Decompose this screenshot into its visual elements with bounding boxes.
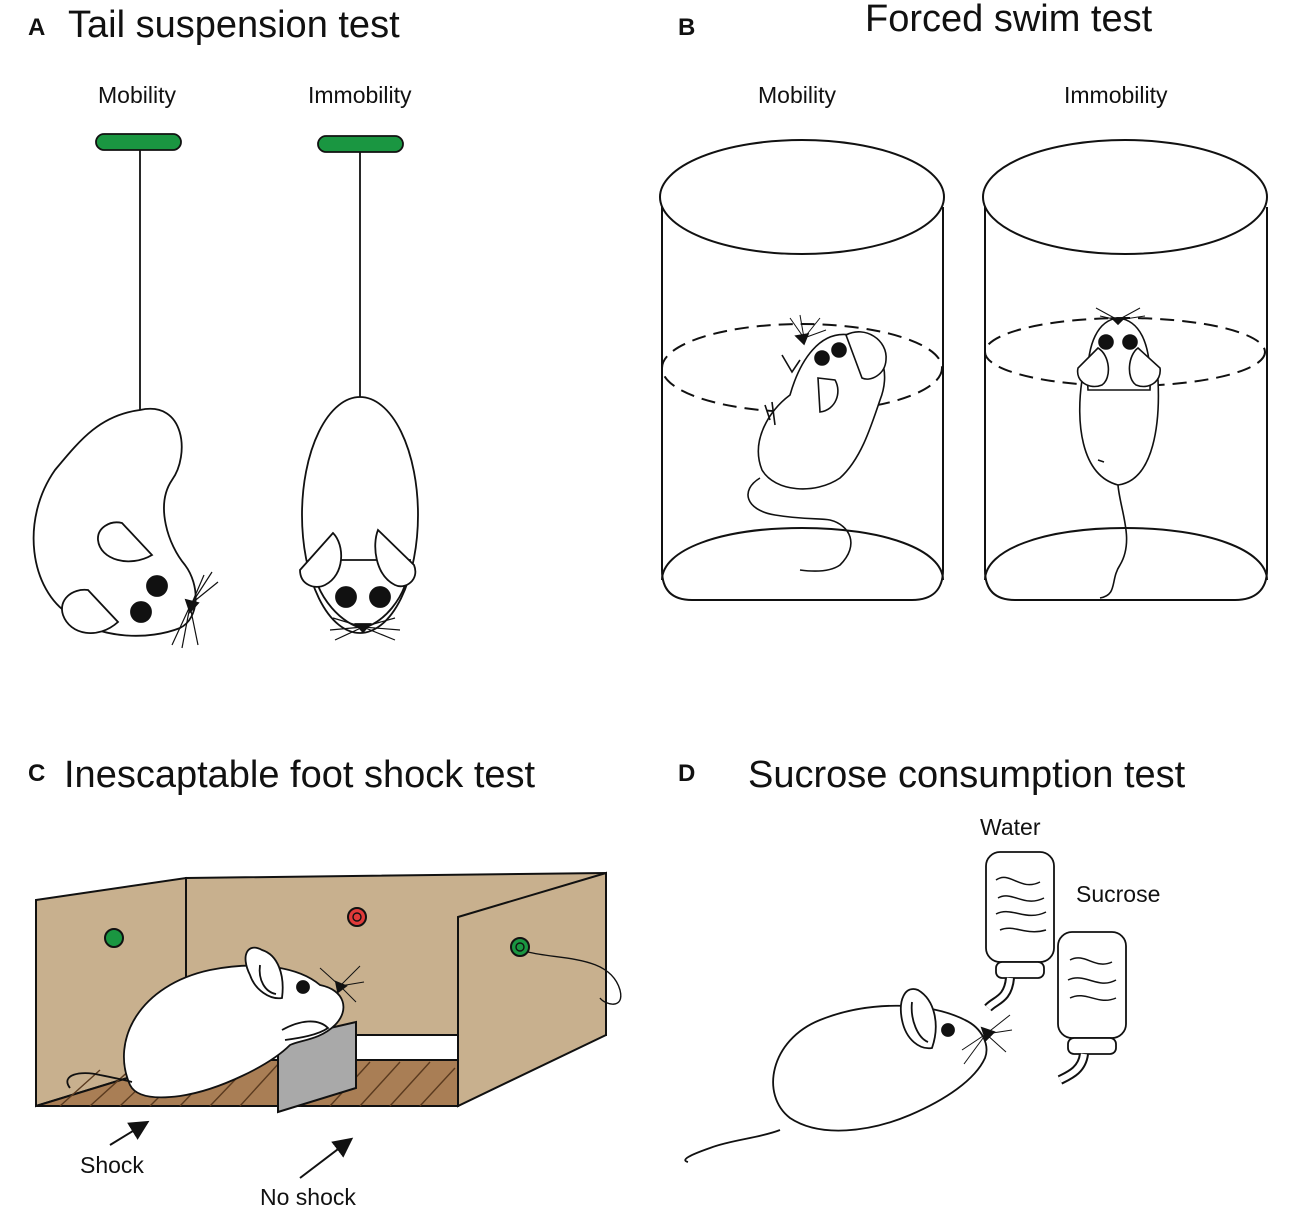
foot-shock-box [35,871,622,1179]
panel-a-letter: A [28,14,46,41]
green-light-left [104,928,124,948]
panel-d-title: Sucrose consumption test [748,754,1186,796]
panel-a-title: Tail suspension test [68,4,400,46]
whiskers [171,571,219,649]
panel-c-title: Inescaptable foot shock test [64,754,536,796]
green-light-right [510,937,530,957]
panel-a-label-immobility: Immobility [308,82,412,108]
swim-cylinder-immobile [982,139,1268,601]
swimming-mouse [747,314,887,572]
panel-d-letter: D [678,760,696,787]
right-wall [457,871,607,1108]
panel-c-label-no-shock: No shock [260,1184,356,1210]
sucrose-setup [684,851,1127,1163]
cable [527,951,622,1005]
tail-suspension-immobile-mouse [299,135,419,641]
no-shock-arrow [299,1137,354,1179]
floor-grid-bars [59,1061,456,1107]
water-bottle [984,851,1055,1012]
panel-b-label-immobility: Immobility [1064,82,1168,108]
panel-a-label-mobility: Mobility [98,82,176,108]
panel-c-letter: C [28,760,46,787]
red-light [347,907,367,927]
hanger-bar [317,135,404,153]
shock-box-mouse [66,946,365,1099]
panel-c-label-shock: Shock [80,1152,144,1178]
hanger-bar [95,133,182,151]
panel-d-label-sucrose: Sucrose [1076,881,1161,907]
swim-cylinder-mobile [659,139,945,601]
panel-d-label-water: Water [980,814,1041,840]
whiskers [329,617,401,641]
panel-b-letter: B [678,14,696,41]
shock-arrow [109,1120,150,1146]
floating-mouse [1076,307,1161,599]
sucrose-bottle [1057,931,1127,1085]
tail-suspension-mobile-mouse [32,133,219,649]
panel-b-label-mobility: Mobility [758,82,836,108]
drinking-mouse [684,988,1013,1163]
panel-b-title: Forced swim test [865,0,1153,40]
